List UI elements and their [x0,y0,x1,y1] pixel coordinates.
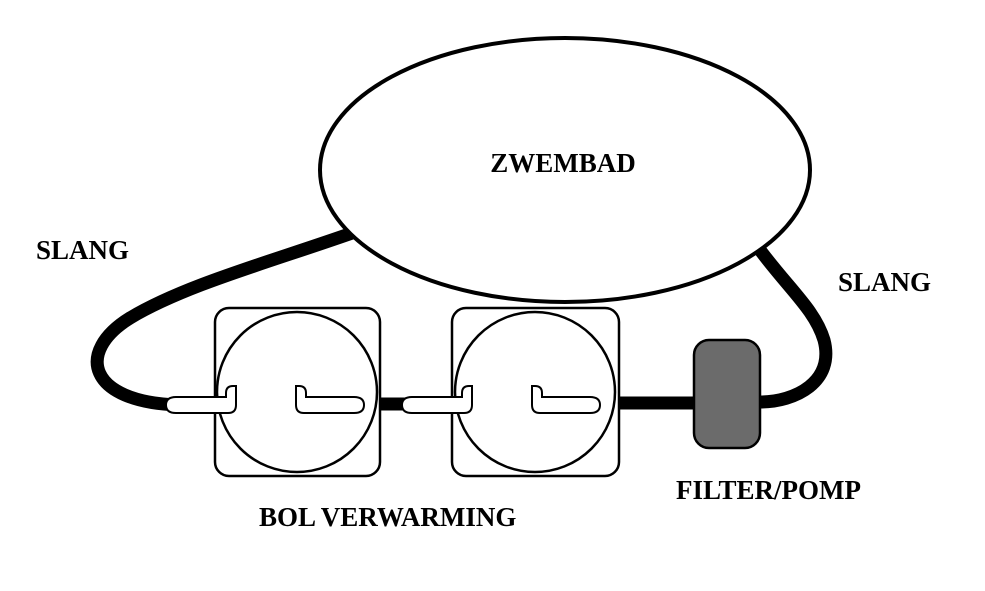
filter-pump-body [692,338,762,450]
hose-left-label: SLANG [36,235,129,265]
heater-1-inlet-pipe [164,385,237,414]
pool-ellipse [318,36,812,304]
heater-label: BOL VERWARMING [259,502,516,532]
left-hose [90,225,362,412]
heater-1-outlet-pipe [295,385,366,414]
right-hose [753,243,833,409]
hose-right-label: SLANG [838,267,931,297]
pool-label: ZWEMBAD [490,148,636,178]
heater-2-outlet-pipe [531,385,602,414]
heater-bowl-2 [400,306,621,478]
heater-2-inlet-pipe [400,385,473,414]
filter-pump-label: FILTER/POMP [676,475,861,505]
heater-bowl-1 [164,306,382,478]
